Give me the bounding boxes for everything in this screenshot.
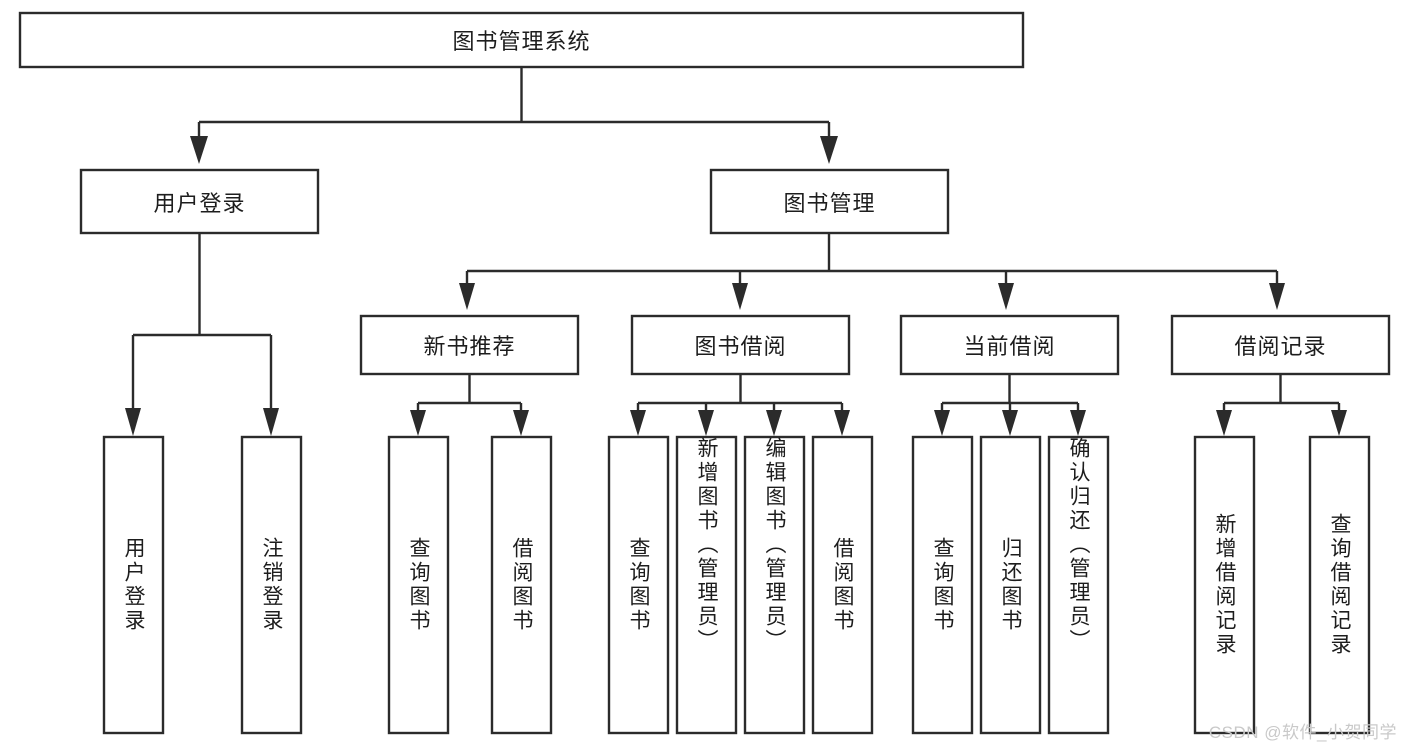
node-box-book-manage[interactable] — [709, 168, 950, 235]
node-box-leaf-borrow-book-2[interactable] — [811, 435, 874, 735]
arrow-head-leaf-add-book — [698, 410, 714, 436]
arrow-head-book-manage — [820, 136, 838, 164]
arrow-head-leaf-query-record — [1331, 410, 1347, 436]
node-box-user-login[interactable] — [79, 168, 320, 235]
node-box-leaf-user-login[interactable] — [102, 435, 165, 735]
node-box-leaf-add-record[interactable] — [1193, 435, 1256, 735]
node-box-leaf-borrow-book-1[interactable] — [490, 435, 553, 735]
arrow-head-leaf-edit-book — [766, 410, 782, 436]
arrow-head-leaf-query-book-3 — [934, 410, 950, 436]
arrow-head-leaf-user-login — [125, 408, 141, 436]
node-box-book-borrow[interactable] — [630, 314, 851, 376]
node-box-leaf-return-book[interactable] — [979, 435, 1042, 735]
connector-group-book-manage — [459, 233, 1285, 310]
node-box-leaf-add-book[interactable] — [675, 435, 738, 735]
node-box-root[interactable] — [18, 11, 1025, 69]
connector-group-new-book-rec — [410, 374, 529, 436]
connector-group-user-login — [125, 233, 279, 436]
arrow-head-leaf-borrow-book-1 — [513, 410, 529, 436]
arrow-head-leaf-add-record — [1216, 410, 1232, 436]
arrow-head-current-borrow — [998, 283, 1014, 310]
connector-group-borrow-record — [1216, 374, 1347, 436]
node-box-leaf-edit-book[interactable] — [743, 435, 806, 735]
node-box-leaf-confirm-return[interactable] — [1047, 435, 1110, 735]
node-box-leaf-query-record[interactable] — [1308, 435, 1371, 735]
node-box-leaf-query-book-3[interactable] — [911, 435, 974, 735]
arrow-head-leaf-confirm-return — [1070, 410, 1086, 436]
arrow-head-leaf-query-book-1 — [410, 410, 426, 436]
node-box-current-borrow[interactable] — [899, 314, 1120, 376]
arrow-head-leaf-return-book — [1002, 410, 1018, 436]
arrow-head-leaf-logout — [263, 408, 279, 436]
connector-group-root — [190, 67, 838, 164]
arrow-head-leaf-borrow-book-2 — [834, 410, 850, 436]
node-box-leaf-logout[interactable] — [240, 435, 303, 735]
watermark-text: CSDN @软件_小贺同学 — [1208, 723, 1397, 742]
connector-group-current-borrow — [934, 374, 1086, 436]
node-box-leaf-query-book-1[interactable] — [387, 435, 450, 735]
node-box-new-book-rec[interactable] — [359, 314, 580, 376]
arrow-head-new-book-rec — [459, 283, 475, 310]
node-box-leaf-query-book-2[interactable] — [607, 435, 670, 735]
arrow-head-leaf-query-book-2 — [630, 410, 646, 436]
arrow-head-borrow-record — [1269, 283, 1285, 310]
arrow-head-user-login — [190, 136, 208, 164]
arrow-head-book-borrow — [732, 283, 748, 310]
connector-group-book-borrow — [630, 374, 850, 436]
node-box-borrow-record[interactable] — [1170, 314, 1391, 376]
